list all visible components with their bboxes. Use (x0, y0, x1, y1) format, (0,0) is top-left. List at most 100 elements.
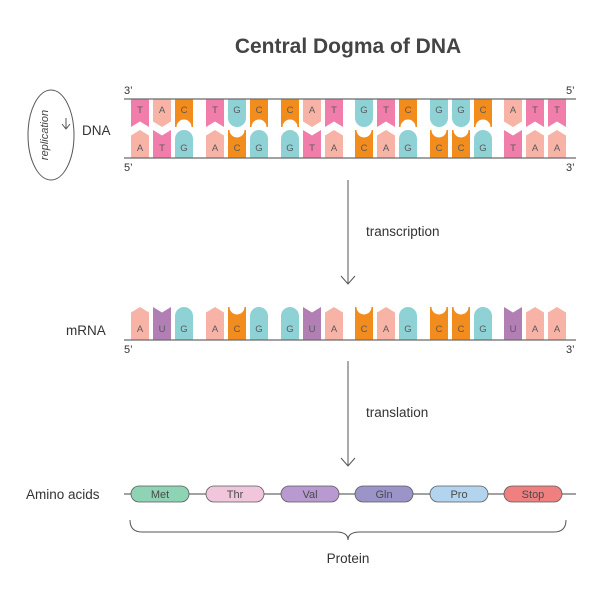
dna-top-base: G (430, 99, 448, 127)
dna-bottom-base: A (526, 130, 544, 158)
nucleotide-letter: G (286, 143, 293, 154)
dna-top-base: A (303, 99, 321, 127)
dna-bottom-right-end: 3’ (566, 162, 575, 174)
nucleotide-letter: U (159, 324, 166, 335)
amino-acid-name: Pro (450, 489, 467, 501)
dna-top-base: T (206, 99, 224, 127)
mrna-base: A (548, 307, 566, 340)
mrna-base: G (281, 307, 299, 340)
dna-bottom-base: A (131, 130, 149, 158)
nucleotide-shape (399, 307, 417, 340)
nucleotide-shape (175, 307, 193, 340)
dna-bottom-base: A (548, 130, 566, 158)
nucleotide-letter: T (331, 105, 337, 116)
nucleotide-shape (228, 130, 246, 158)
nucleotide-shape (526, 99, 544, 127)
mrna-base: A (526, 307, 544, 340)
amino-acid-name: Met (151, 489, 169, 501)
amino-acid-thr: Thr (205, 485, 265, 503)
nucleotide-letter: C (181, 105, 188, 116)
nucleotide-letter: G (180, 143, 187, 154)
replication-arrow-icon (61, 118, 71, 130)
dna-bottom-left-end: 5’ (124, 162, 133, 174)
nucleotide-shape (325, 307, 343, 340)
replication-label: replication (39, 110, 51, 160)
nucleotide-letter: C (287, 105, 294, 116)
nucleotide-letter: C (480, 105, 487, 116)
dna-bottom-base: C (228, 130, 246, 158)
nucleotide-letter: A (383, 324, 390, 335)
nucleotide-shape (281, 307, 299, 340)
nucleotide-letter: U (510, 324, 517, 335)
nucleotide-letter: T (510, 143, 516, 154)
translation-step: translation (340, 361, 428, 467)
dna-bottom-base: A (206, 130, 224, 158)
mrna-base: A (131, 307, 149, 340)
nucleotide-letter: G (479, 324, 486, 335)
dna-top-base: G (452, 99, 470, 127)
nucleotide-shape (355, 99, 373, 127)
mrna-base: A (325, 307, 343, 340)
nucleotide-shape (504, 130, 522, 158)
nucleotide-letter: C (361, 143, 368, 154)
nucleotide-letter: C (234, 324, 241, 335)
amino-acids-label: Amino acids (26, 487, 100, 502)
mrna-base: U (303, 307, 321, 340)
nucleotide-shape (303, 307, 321, 340)
nucleotide-shape (526, 130, 544, 158)
dna-bottom-base: T (504, 130, 522, 158)
nucleotide-letter: T (554, 105, 560, 116)
dna-bottom-base: G (250, 130, 268, 158)
nucleotide-letter: A (212, 324, 219, 335)
mrna-base: G (399, 307, 417, 340)
nucleotide-shape (452, 307, 470, 340)
translation-label: translation (366, 405, 428, 420)
dna-top-base: C (175, 99, 193, 127)
nucleotide-letter: A (137, 324, 144, 335)
amino-acid-pro: Pro (429, 485, 489, 503)
dna-top-base: T (548, 99, 566, 127)
nucleotide-shape (153, 307, 171, 340)
mrna-base: U (153, 307, 171, 340)
nucleotide-shape (504, 307, 522, 340)
amino-acid-pill (503, 485, 563, 503)
mrna-base: U (504, 307, 522, 340)
nucleotide-shape (325, 130, 343, 158)
transcription-label: transcription (366, 224, 440, 239)
amino-acid-pill (429, 485, 489, 503)
nucleotide-shape (474, 130, 492, 158)
nucleotide-letter: C (234, 143, 241, 154)
amino-acid-pill (130, 485, 190, 503)
amino-acid-val: Val (280, 485, 340, 503)
replication-loop (27, 89, 75, 181)
nucleotide-shape (548, 130, 566, 158)
nucleotide-shape (526, 307, 544, 340)
mrna-base: G (474, 307, 492, 340)
nucleotide-shape (377, 307, 395, 340)
dna-bottom-base: G (281, 130, 299, 158)
nucleotide-letter: A (212, 143, 219, 154)
nucleotide-shape (430, 307, 448, 340)
dna-bottom-base: G (175, 130, 193, 158)
dna-bottom-base: T (303, 130, 321, 158)
dna-bottom-base: G (474, 130, 492, 158)
protein-brace: Protein (129, 519, 567, 566)
nucleotide-shape (250, 307, 268, 340)
nucleotide-shape (355, 307, 373, 340)
nucleotide-shape (131, 130, 149, 158)
nucleotide-letter: T (309, 143, 315, 154)
amino-acid-name: Thr (227, 489, 244, 501)
amino-acid-met: Met (130, 485, 190, 503)
nucleotide-letter: A (554, 143, 561, 154)
amino-acid-stop: Stop (503, 485, 563, 503)
nucleotide-letter: G (180, 324, 187, 335)
protein-label: Protein (327, 551, 370, 566)
dna-top-base: C (474, 99, 492, 127)
dna-top-base: T (131, 99, 149, 127)
nucleotide-shape (303, 99, 321, 127)
amino-acid-pill (354, 485, 414, 503)
dna-top-base: C (399, 99, 417, 127)
